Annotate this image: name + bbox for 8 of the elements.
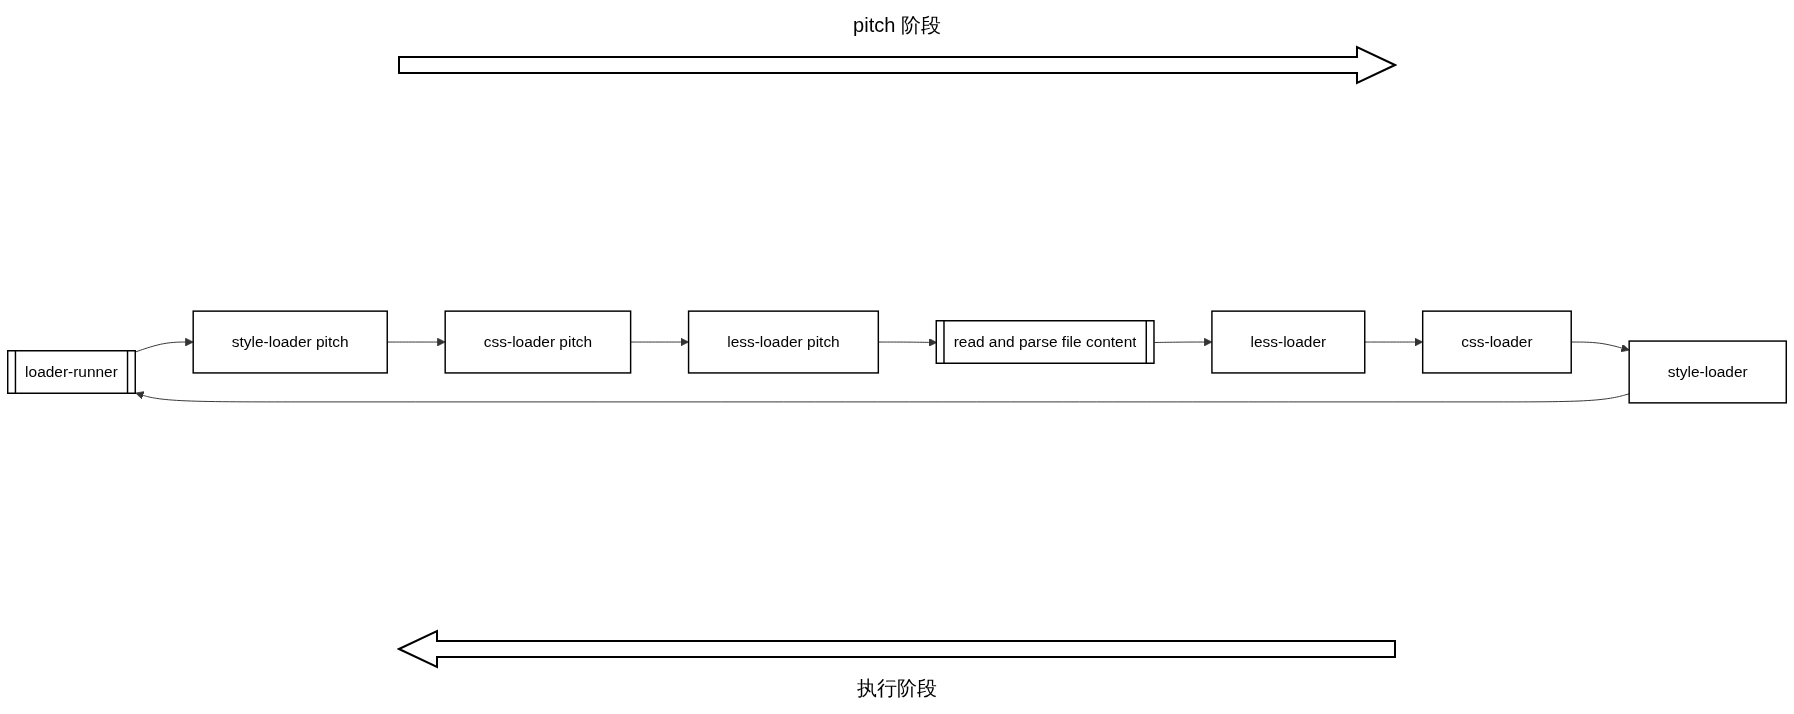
node-box: style-loader pitch (192, 310, 388, 374)
node-box: css-loader (1421, 310, 1572, 374)
node-box: less-loader (1211, 310, 1366, 374)
phase-label: pitch 阶段 (853, 13, 941, 38)
node-box: less-loader pitch (687, 310, 880, 374)
phase-label: 执行阶段 (857, 676, 937, 701)
node-box: css-loader pitch (444, 310, 632, 374)
node-box: style-loader (1628, 340, 1787, 404)
